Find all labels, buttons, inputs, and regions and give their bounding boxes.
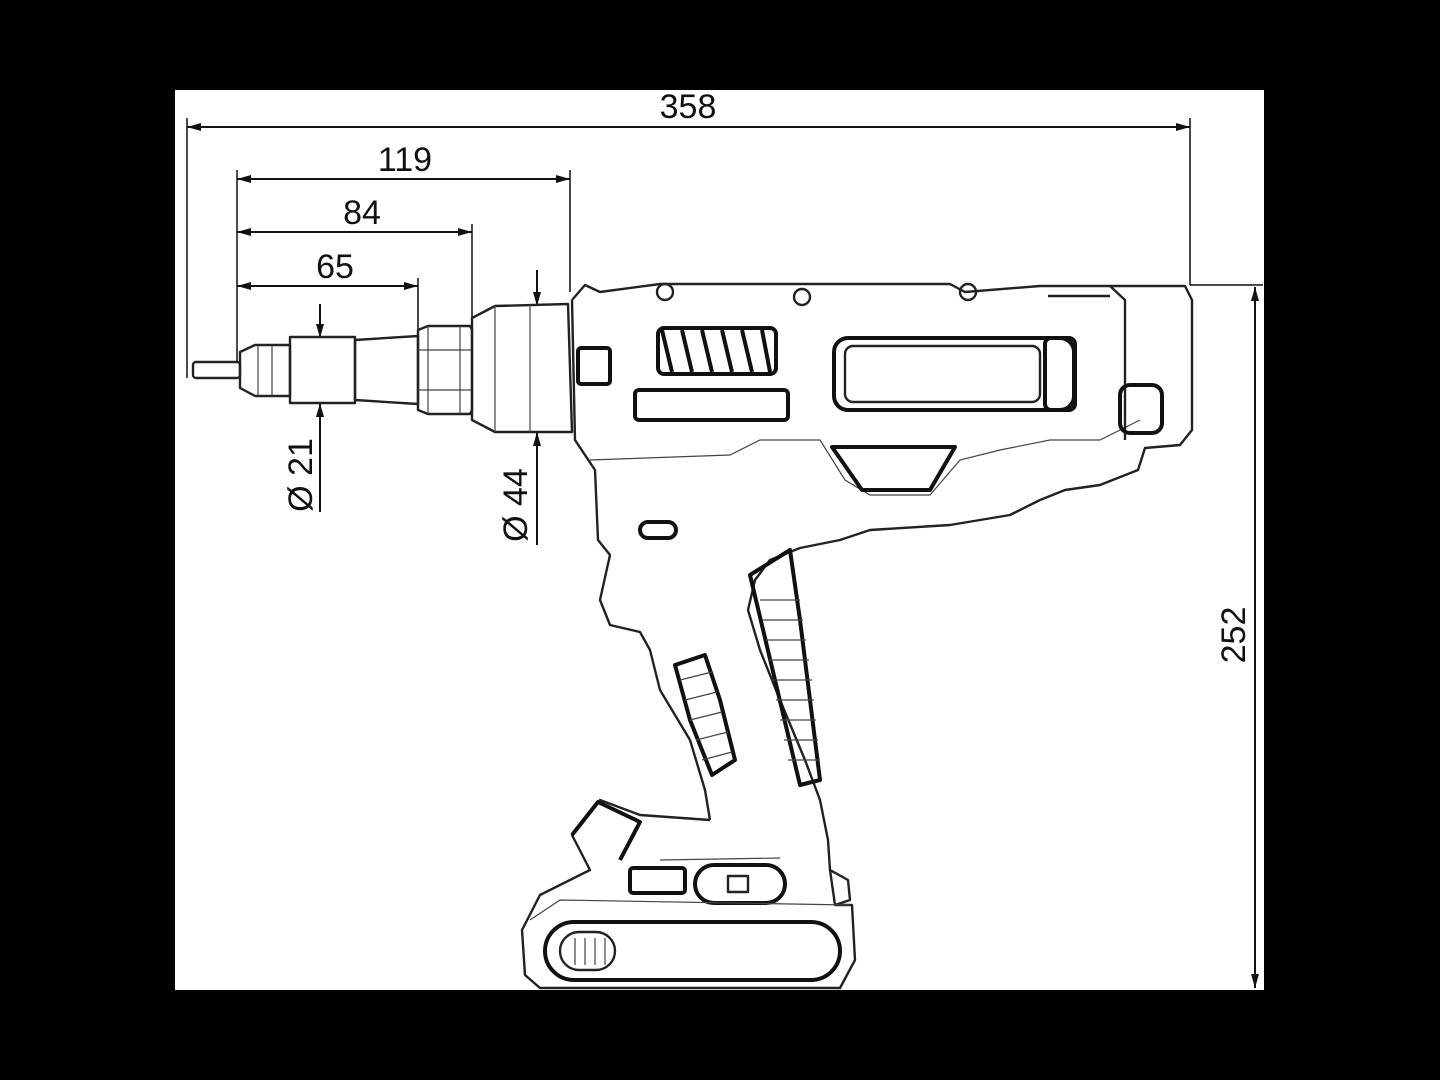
label-65: 65 <box>316 248 354 286</box>
label-84: 84 <box>343 194 381 232</box>
drawing-sheet <box>175 90 1264 990</box>
extension-lines <box>186 118 1263 378</box>
rivet-tool-outline <box>191 282 1194 990</box>
label-d44: Ø 44 <box>497 468 535 542</box>
vent-slots <box>656 326 778 376</box>
label-252: 252 <box>1215 607 1253 664</box>
label-d21: Ø 21 <box>282 438 320 512</box>
battery-pack <box>520 798 857 990</box>
label-358: 358 <box>660 88 717 126</box>
label-119: 119 <box>378 141 432 179</box>
